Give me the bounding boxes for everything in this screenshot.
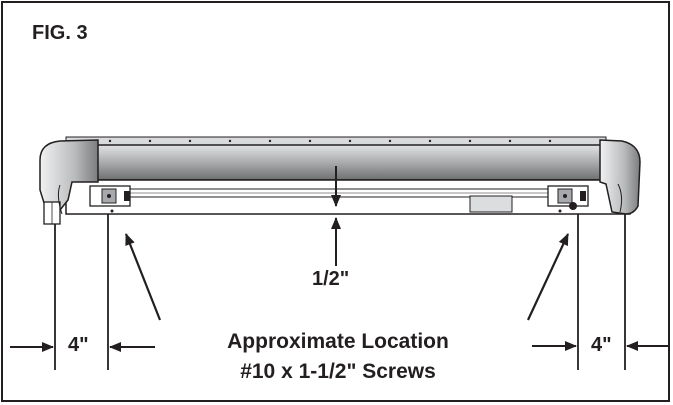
- right-end-cap: [599, 139, 641, 215]
- caption-line-2: #10 x 1-1/2" Screws: [240, 360, 436, 383]
- right-bracket: [547, 185, 589, 210]
- extension-lines: [54, 214, 626, 370]
- plotter-body: [59, 144, 631, 215]
- rail-offset-label: 1/2": [312, 268, 350, 290]
- right-offset-label: 4": [591, 334, 612, 356]
- screw-location-caption: Approximate Location #10 x 1-1/2" Screws: [178, 327, 498, 387]
- left-offset-label: 4": [68, 334, 89, 356]
- caption-line-1: Approximate Location: [227, 330, 449, 353]
- screw-location-pointers: [124, 233, 569, 321]
- figure-title: FIG. 3: [32, 22, 88, 44]
- plotter-top-strip: [65, 136, 607, 146]
- left-end-cap: [39, 139, 99, 225]
- left-bracket: [89, 185, 131, 207]
